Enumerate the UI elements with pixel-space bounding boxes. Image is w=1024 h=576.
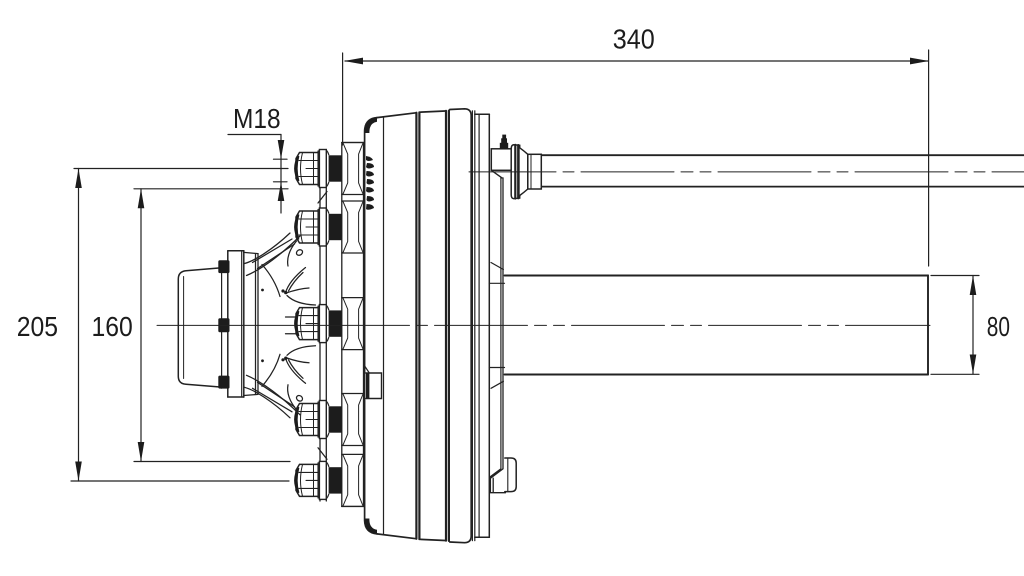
svg-text:M18: M18 [233, 103, 281, 134]
svg-text:205: 205 [17, 311, 58, 342]
svg-text:80: 80 [987, 311, 1010, 342]
svg-text:340: 340 [613, 23, 655, 54]
svg-text:160: 160 [91, 311, 132, 342]
